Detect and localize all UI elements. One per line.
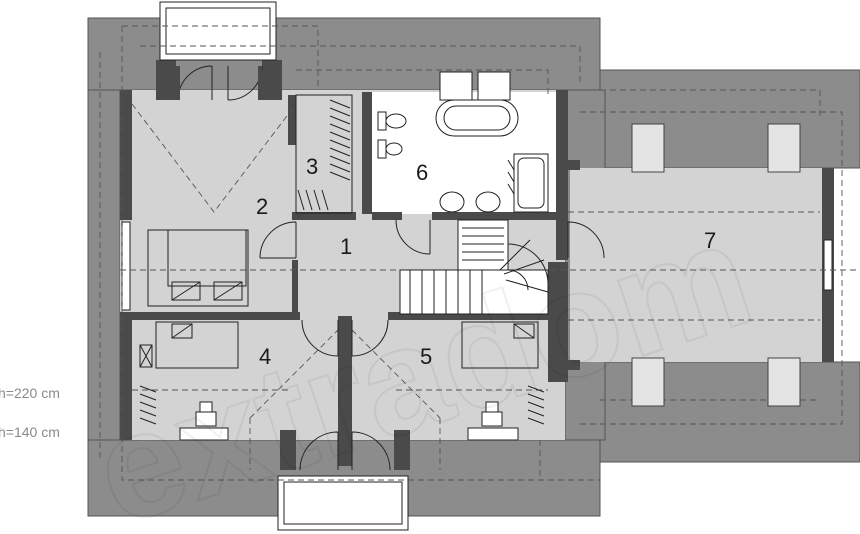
room-label-7: 7 <box>704 228 716 253</box>
doors <box>259 219 605 357</box>
room-label-1: 1 <box>340 234 352 259</box>
room-label-6: 6 <box>416 160 428 185</box>
room-label-5: 5 <box>420 344 432 369</box>
bed-room-5 <box>461 321 539 369</box>
height-label-140: h=140 cm <box>0 424 60 440</box>
desks <box>179 401 519 441</box>
room-label-2: 2 <box>256 194 268 219</box>
bed-room-4 <box>155 321 239 369</box>
bathroom-fixtures <box>377 71 549 213</box>
room-label-3: 3 <box>306 154 318 179</box>
bed-room-2 <box>147 229 249 307</box>
room-label-4: 4 <box>259 344 271 369</box>
roof-windows-room-7 <box>631 123 801 407</box>
height-label-220: h=220 cm <box>0 385 60 401</box>
wardrobe-hatching <box>139 94 545 425</box>
staircase <box>399 219 549 315</box>
bottom-balcony <box>277 431 409 531</box>
